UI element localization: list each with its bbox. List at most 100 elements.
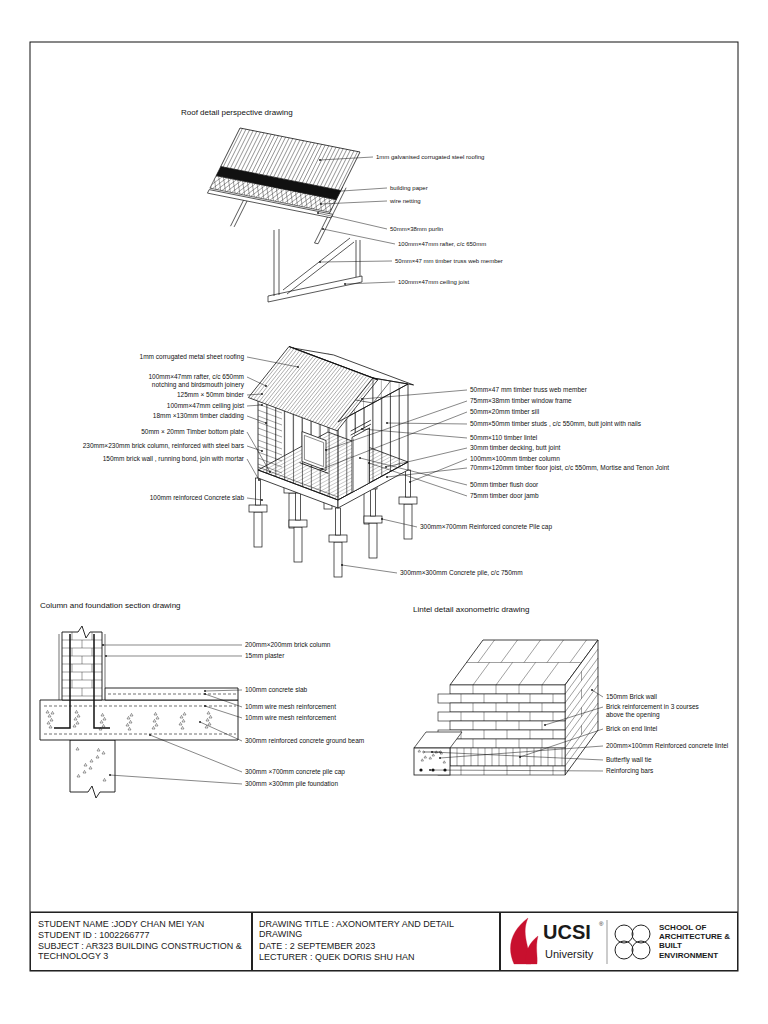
leader-dot	[381, 518, 383, 520]
wire-mesh	[108, 694, 236, 695]
brick-course	[450, 703, 565, 712]
leader-line	[345, 282, 395, 284]
corrugation	[332, 378, 373, 429]
callout-label: 150mm Brick wall	[606, 693, 657, 700]
brick-joint	[82, 656, 83, 664]
brick-joint	[484, 694, 485, 703]
reinforcing-bar	[419, 768, 422, 771]
title-block-cell: DRAWING TITLE : AXONOMTERY AND DETAIL DR…	[252, 912, 500, 971]
concrete-aggregate	[102, 751, 105, 754]
pile-cap	[249, 505, 267, 512]
corrugation	[295, 143, 314, 182]
brick-joint	[520, 748, 521, 766]
title-block-text: ®	[599, 921, 603, 928]
text-anchor: wire netting	[390, 198, 421, 205]
text-anchor: 50mm×38mm purlin	[390, 226, 443, 233]
stud	[390, 394, 391, 472]
concrete-aggregate	[101, 713, 104, 716]
corrugation	[331, 150, 350, 189]
callout-label: 100mm concrete slab	[245, 686, 307, 693]
leader-dot	[204, 693, 206, 695]
pile-cap	[329, 535, 347, 542]
callout-label: Brick reinforcement in 3 courses above t…	[606, 703, 718, 718]
concrete-aggregate	[432, 754, 435, 756]
text-anchor: 50mm×20mm timber sill	[470, 408, 539, 415]
concrete-aggregate	[74, 717, 77, 720]
line-work	[323, 200, 338, 211]
truss-web	[274, 230, 275, 296]
leader-dot	[368, 462, 370, 464]
corrugation	[259, 351, 300, 402]
concrete-aggregate	[429, 757, 432, 759]
corrugation	[315, 372, 356, 423]
brick-course	[438, 712, 565, 721]
brick-joint	[92, 664, 93, 672]
gable-truss	[338, 378, 408, 422]
corrugation	[245, 133, 264, 172]
callout-label: 100mm reinforced Concrete slab	[150, 494, 244, 501]
brick-joint	[548, 748, 549, 766]
callout-label: 50mm×110 timber lintel	[470, 434, 537, 441]
leader-dot	[204, 705, 206, 707]
callout-label: 300mm ×300mm pile foundation	[245, 780, 338, 787]
title-block-text: UCSI	[543, 921, 591, 944]
stud	[399, 389, 400, 467]
line-work	[209, 174, 211, 188]
concrete-aggregate	[421, 759, 424, 761]
school-emblem	[632, 925, 650, 943]
column-post	[336, 508, 341, 535]
truss-web	[373, 378, 374, 403]
callout-label: 125mm × 50mm binder	[177, 391, 244, 398]
callout-label: 10mm wire mesh reinforcement	[245, 714, 336, 721]
leader-dot	[269, 471, 271, 473]
wire-mesh	[44, 706, 236, 707]
callout-label: 200mm×200mm brick column	[245, 641, 330, 648]
leader-line	[430, 770, 603, 772]
corrugation	[248, 134, 267, 173]
callout-label: 10mm wire mesh reinforcement	[245, 703, 336, 710]
concrete-aggregate	[152, 726, 155, 729]
text-anchor: 300mm×700mm Reinforced concrete Pile cap	[420, 523, 552, 530]
corrugation	[338, 152, 357, 191]
brick-course	[565, 676, 598, 721]
brick-joint	[530, 730, 531, 739]
callout-label: building paper	[390, 185, 428, 192]
corrugation	[281, 140, 300, 179]
text-anchor: 200mm×100mm Reinforced concrete lintel	[606, 742, 728, 749]
text-anchor: 15mm plaster	[245, 652, 284, 659]
concrete-aggregate	[84, 763, 87, 766]
leader-dot	[261, 393, 263, 395]
concrete-aggregate	[90, 759, 93, 762]
callout-label: 300mm×300mm Concrete pile, c/c 750mm	[400, 569, 523, 576]
stud	[373, 403, 374, 481]
text-anchor: 50mm×47 mm timber truss web member	[470, 386, 587, 393]
title-block-text: University	[545, 948, 593, 961]
callout-label: 75mm×38mm timber window frame	[470, 397, 572, 404]
brick-joint	[507, 694, 508, 703]
logos	[510, 918, 650, 964]
corrugation	[251, 347, 292, 398]
leader-dot	[317, 212, 319, 214]
callout-label: wire netting	[390, 198, 421, 205]
corrugation	[324, 149, 343, 188]
corrugation	[293, 363, 334, 414]
brick-joint	[72, 680, 73, 688]
concrete-lintel	[414, 732, 462, 748]
leader-line	[342, 565, 397, 573]
concrete-aggregate	[50, 718, 53, 721]
leader-line	[205, 706, 242, 718]
concrete-pile	[369, 523, 377, 558]
brick-joint	[524, 640, 541, 663]
callout-label: 30mm timber decking, butt joint	[470, 444, 560, 451]
brick-joint	[519, 739, 520, 748]
truss-web	[356, 400, 374, 403]
school-emblem	[632, 941, 650, 959]
truss-web	[356, 240, 357, 277]
leader-dot	[409, 481, 411, 483]
text-anchor: 300mm×300mm Concrete pile, c/c 750mm	[400, 569, 523, 576]
concrete-aggregate	[182, 719, 185, 722]
callout-label: Reinforcing bars	[606, 767, 653, 774]
title-block-cell: UCSI®UniversitySCHOOL OF ARCHITECTURE & …	[500, 912, 738, 971]
